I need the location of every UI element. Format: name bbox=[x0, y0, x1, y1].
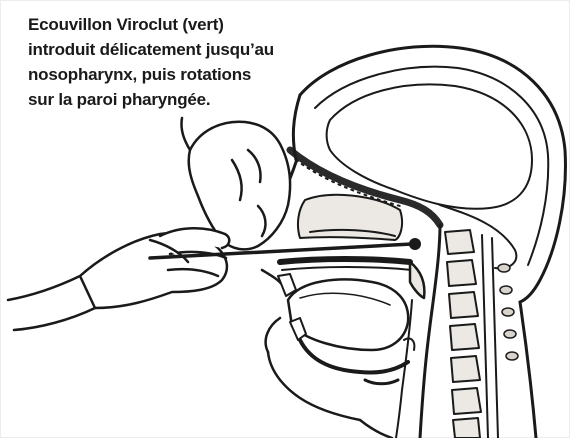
vertebra-c6 bbox=[452, 388, 481, 414]
swab-tip bbox=[409, 238, 421, 250]
lower-lip bbox=[266, 318, 280, 352]
caption-line-3: nosopharynx, puis rotations bbox=[28, 62, 358, 87]
vertebra-c3 bbox=[449, 292, 478, 318]
caption-line-2: introduit délicatement jusqu’au bbox=[28, 37, 358, 62]
vertebra-c2 bbox=[447, 260, 476, 286]
hard-palate bbox=[280, 259, 410, 262]
caption-line-1: Ecouvillon Viroclut (vert) bbox=[28, 12, 358, 37]
back-of-neck bbox=[520, 302, 536, 438]
spinous-process bbox=[500, 286, 512, 294]
cervical-spine bbox=[445, 230, 481, 438]
spinous-process bbox=[502, 308, 514, 316]
vertebra-c1 bbox=[445, 230, 474, 254]
caption: Ecouvillon Viroclut (vert) introduit dél… bbox=[28, 12, 358, 112]
spinous-process bbox=[506, 352, 518, 360]
soft-palate bbox=[410, 262, 424, 298]
chin-outline bbox=[268, 352, 360, 420]
hyoid-bone bbox=[365, 380, 398, 384]
nasopharynx-posterior-wall bbox=[420, 225, 440, 438]
neck-front bbox=[360, 420, 392, 438]
vertebra-c5 bbox=[451, 356, 480, 382]
spinous-process bbox=[498, 264, 510, 272]
tongue-outline bbox=[288, 279, 408, 350]
caption-line-4: sur la paroi pharyngée. bbox=[28, 87, 358, 112]
spinous-process bbox=[504, 330, 516, 338]
spinal-cord bbox=[482, 235, 488, 438]
lower-hand-sleeve bbox=[8, 276, 95, 330]
upper-hand-wrist bbox=[181, 118, 190, 150]
vertebra-c7 bbox=[453, 418, 480, 438]
lower-gloved-hand-icon bbox=[8, 228, 229, 330]
upper-teeth bbox=[278, 274, 296, 296]
spinous-processes bbox=[498, 264, 518, 360]
hard-palate-lower bbox=[282, 267, 412, 270]
vertebra-c4 bbox=[450, 324, 479, 350]
